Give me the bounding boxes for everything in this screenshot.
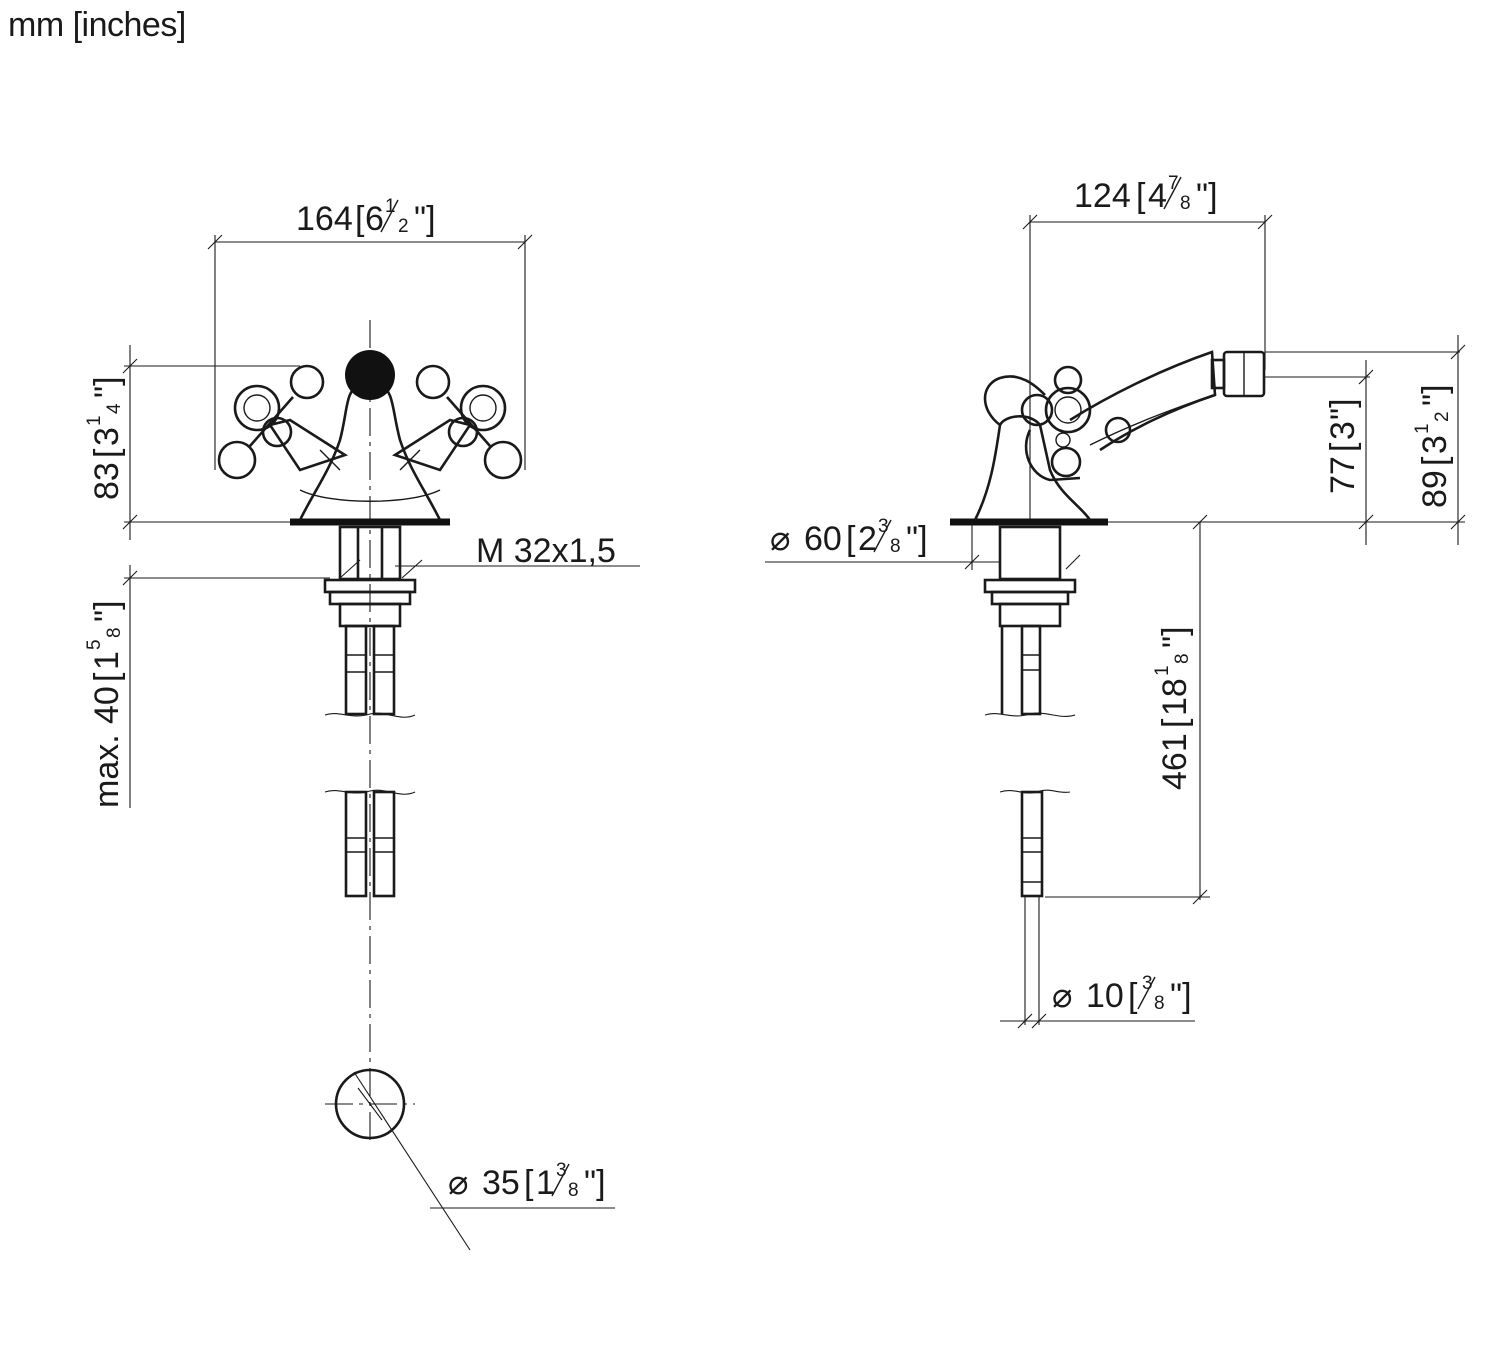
- dim-height-in-den: 4: [104, 403, 125, 414]
- dim-projection-in-whole: 4: [1148, 177, 1167, 215]
- dim-hose-in-num: 1: [1152, 665, 1173, 676]
- dim-hose-in-whole: 18: [1156, 678, 1194, 716]
- dim-base-in-whole: 2: [858, 520, 877, 558]
- dim-hole-in-num: 3: [556, 1160, 567, 1181]
- dimension-width: 164 [ 6 1 2 "]: [296, 196, 436, 238]
- svg-text:[: [: [1156, 718, 1194, 728]
- svg-text:[: [: [88, 672, 126, 682]
- dim-overall-in-num: 1: [1412, 423, 1433, 434]
- svg-text:"]: "]: [88, 600, 126, 622]
- dim-height-mm: 83: [88, 462, 126, 500]
- svg-text:[: [: [846, 520, 856, 558]
- dim-hosed-in-den: 8: [1154, 993, 1165, 1014]
- dim-width-mm: 164: [296, 200, 353, 238]
- units-label: mm [inches]: [8, 6, 186, 44]
- dim-hosed-symbol: ⌀: [1052, 977, 1072, 1015]
- svg-text:"]: "]: [1324, 398, 1362, 420]
- svg-text:[: [: [1136, 177, 1146, 215]
- dim-depth-in-whole: 1: [88, 651, 126, 670]
- dim-hose-mm: 461: [1156, 733, 1194, 790]
- dimension-projection: 124 [ 4 7 8 "]: [1074, 173, 1218, 215]
- dimension-base-diameter: ⌀ 60 [ 2 3 8 "]: [770, 516, 928, 558]
- dim-projection-mm: 124: [1074, 177, 1131, 215]
- dim-hole-in-den: 8: [568, 1180, 579, 1201]
- dim-hose-in-den: 8: [1172, 653, 1193, 664]
- front-view: [122, 234, 640, 1251]
- dimension-spout-height: 77 [ 3 "]: [1324, 398, 1362, 494]
- dim-width-in-den: 2: [398, 216, 409, 237]
- dim-depth-mm: 40: [88, 686, 126, 724]
- svg-text:[: [: [524, 1164, 534, 1202]
- dimension-hose-diameter: ⌀ 10 [ 3 8 "]: [1052, 973, 1192, 1015]
- dim-hosed-in-num: 3: [1142, 973, 1153, 994]
- dim-width-in-num: 1: [385, 196, 396, 217]
- svg-text:"]: "]: [584, 1164, 606, 1202]
- svg-text:"]: "]: [1170, 977, 1192, 1015]
- dim-spout-in-whole: 3: [1324, 421, 1362, 440]
- fraction-slashes: [380, 176, 1182, 1197]
- dim-overall-in-den: 2: [1432, 411, 1453, 422]
- dimension-hole: ⌀ 35 [ 1 3 8 "]: [448, 1160, 606, 1202]
- dimension-hose-length: 461 [ 18 1 8 "]: [1152, 626, 1194, 790]
- dim-overall-in-whole: 3: [1416, 435, 1454, 454]
- svg-text:"]: "]: [1416, 384, 1454, 406]
- svg-text:[: [: [1128, 977, 1138, 1015]
- svg-text:"]: "]: [906, 520, 928, 558]
- dim-spout-mm: 77: [1324, 456, 1362, 494]
- dimension-height: 83 [ 3 1 4 "]: [84, 376, 126, 500]
- svg-text:[: [: [355, 200, 365, 238]
- dim-depth-prefix: max.: [88, 734, 126, 808]
- dim-width-in-whole: 6: [365, 200, 384, 238]
- dim-projection-in-num: 7: [1168, 173, 1179, 194]
- dim-projection-in-den: 8: [1180, 193, 1191, 214]
- dim-hole-in-whole: 1: [536, 1164, 555, 1202]
- svg-text:[: [: [88, 448, 126, 458]
- svg-text:"]: "]: [414, 200, 436, 238]
- dimension-overall-height: 89 [ 3 1 2 "]: [1412, 384, 1454, 508]
- svg-text:"]: "]: [1196, 177, 1218, 215]
- dim-height-in-whole: 3: [88, 427, 126, 446]
- dim-hole-mm: 35: [482, 1164, 520, 1202]
- svg-text:"]: "]: [88, 376, 126, 398]
- dimension-max-depth: max. 40 [ 1 5 8 "]: [84, 600, 126, 808]
- dim-overall-mm: 89: [1416, 470, 1454, 508]
- dim-base-mm: 60: [804, 520, 842, 558]
- dim-depth-in-num: 5: [84, 639, 105, 650]
- svg-text:"]: "]: [1156, 626, 1194, 648]
- dim-base-in-num: 3: [878, 516, 889, 537]
- dim-hole-symbol: ⌀: [448, 1164, 468, 1202]
- dim-base-symbol: ⌀: [770, 520, 790, 558]
- thread-label: M 32x1,5: [476, 532, 616, 570]
- dim-hosed-mm: 10: [1086, 977, 1124, 1015]
- side-view: [765, 214, 1466, 1029]
- svg-text:[: [: [1324, 442, 1362, 452]
- dim-height-in-num: 1: [84, 415, 105, 426]
- dim-base-in-den: 8: [890, 536, 901, 557]
- dim-depth-in-den: 8: [104, 627, 125, 638]
- svg-text:[: [: [1416, 456, 1454, 466]
